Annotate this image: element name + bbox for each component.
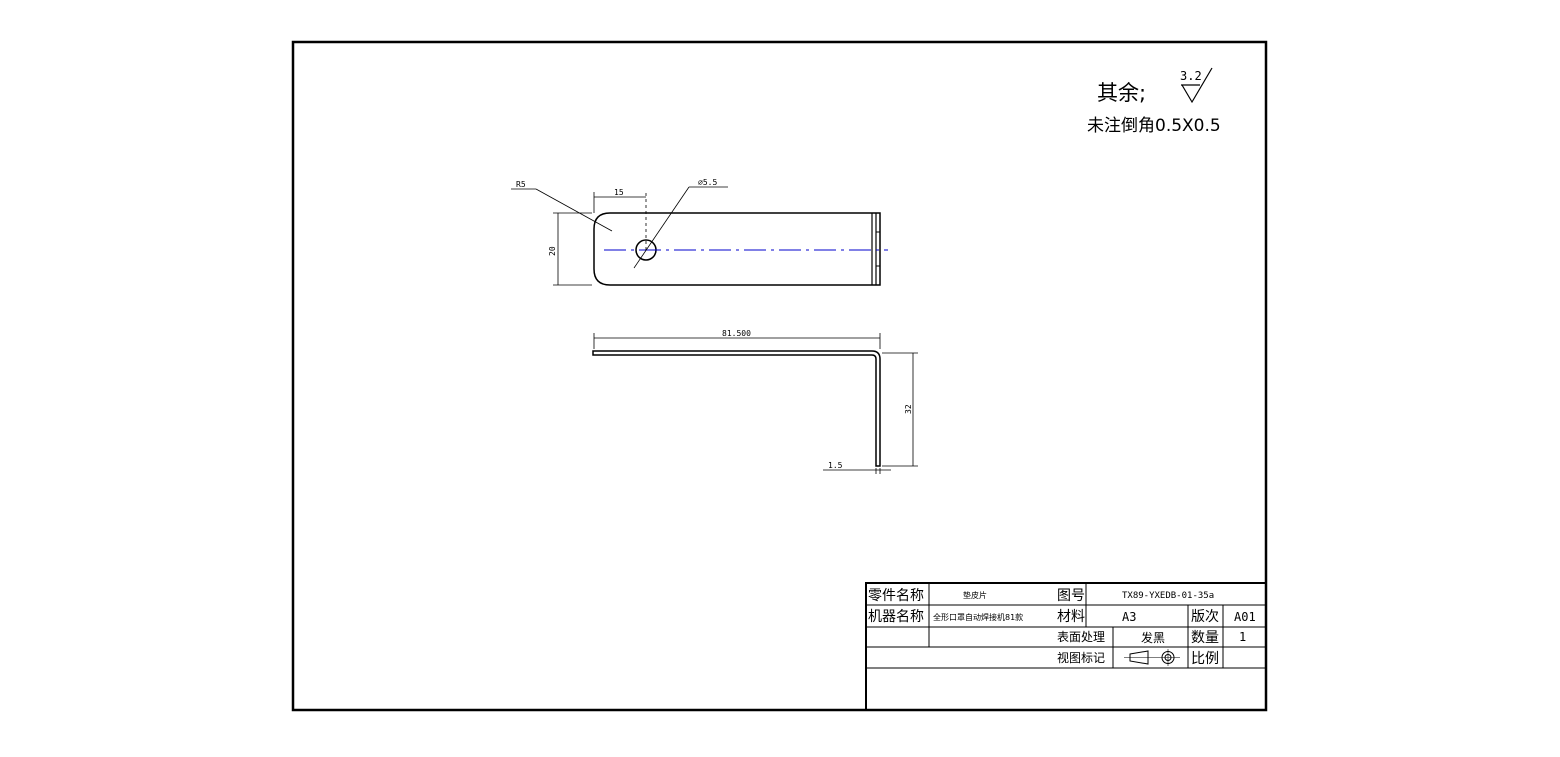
radius-dim-label: R5 <box>516 180 526 189</box>
surface-treatment-label: 表面处理 <box>1057 630 1105 644</box>
top-view <box>511 186 888 286</box>
drawing-no-value: TX89-YXEDB-01-35a <box>1122 591 1214 601</box>
drawing-no-label: 图号 <box>1057 588 1085 604</box>
width-dim-label: 20 <box>548 246 557 256</box>
part-name-label: 零件名称 <box>868 588 924 604</box>
part-name-value: 垫皮片 <box>963 590 987 600</box>
thickness-dim-label: 1.5 <box>828 461 843 470</box>
quantity-label: 数量 <box>1191 630 1219 646</box>
hole-diameter-dim-label: ⌀5.5 <box>698 178 717 187</box>
scale-label: 比例 <box>1191 651 1219 667</box>
length-dim-label: 81.500 <box>722 329 751 338</box>
roughness-value: 3.2 <box>1180 69 1202 83</box>
revision-value: A01 <box>1234 610 1256 624</box>
projection-symbol-icon <box>1124 649 1180 666</box>
general-notes: 其余; 3.2 未注倒角0.5X0.5 <box>1087 67 1221 136</box>
height-dim-label: 32 <box>904 404 913 414</box>
plate-outline <box>593 212 881 286</box>
hole-offset-dim-label: 15 <box>614 188 624 197</box>
revision-label: 版次 <box>1191 609 1219 625</box>
title-block <box>865 582 1267 711</box>
side-view <box>592 333 918 474</box>
view-mark-label: 视图标记 <box>1057 650 1105 665</box>
drawing-border <box>291 40 1268 712</box>
material-label: 材料 <box>1057 609 1085 625</box>
quantity-value: 1 <box>1239 630 1246 644</box>
roughness-symbol-icon <box>1181 67 1213 104</box>
chamfer-note: 未注倒角0.5X0.5 <box>1087 116 1221 136</box>
bent-profile <box>592 350 881 467</box>
remaining-roughness-label: 其余; <box>1097 81 1146 105</box>
surface-treatment-value: 发黑 <box>1141 630 1165 645</box>
machine-name-label: 机器名称 <box>868 609 924 625</box>
material-value: A3 <box>1122 610 1136 624</box>
machine-name-value: 全形口罩自动焊接机81款 <box>933 612 1023 622</box>
